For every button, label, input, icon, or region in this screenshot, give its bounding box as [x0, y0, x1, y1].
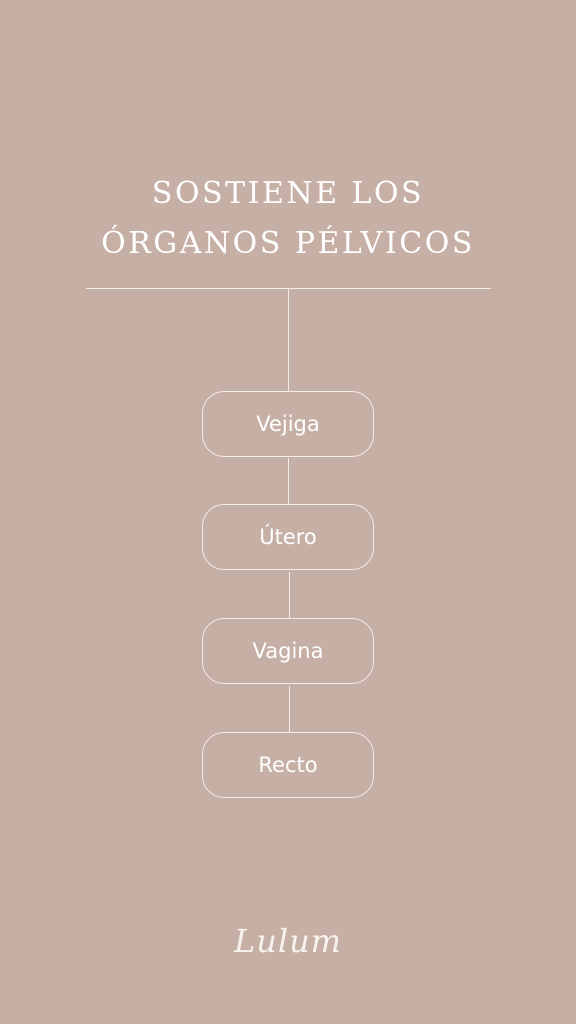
connector-vagina-to-recto — [289, 686, 291, 732]
connector-divider-to-vejiga — [288, 289, 290, 391]
node-label: Vagina — [252, 639, 324, 663]
node-label: Útero — [259, 525, 317, 549]
brand-logo: Lulum — [233, 922, 343, 960]
node-label: Vejiga — [256, 412, 320, 436]
node-recto: Recto — [202, 732, 374, 798]
node-vagina: Vagina — [202, 618, 374, 684]
connector-vejiga-to-utero — [288, 458, 290, 504]
title-divider — [86, 288, 491, 290]
node-label: Recto — [258, 753, 318, 777]
node-utero: Útero — [202, 504, 374, 570]
title-line-2: ÓRGANOS PÉLVICOS — [101, 226, 475, 261]
node-vejiga: Vejiga — [202, 391, 374, 457]
connector-utero-to-vagina — [289, 572, 291, 618]
title-line-1: SOSTIENE LOS — [151, 176, 425, 211]
